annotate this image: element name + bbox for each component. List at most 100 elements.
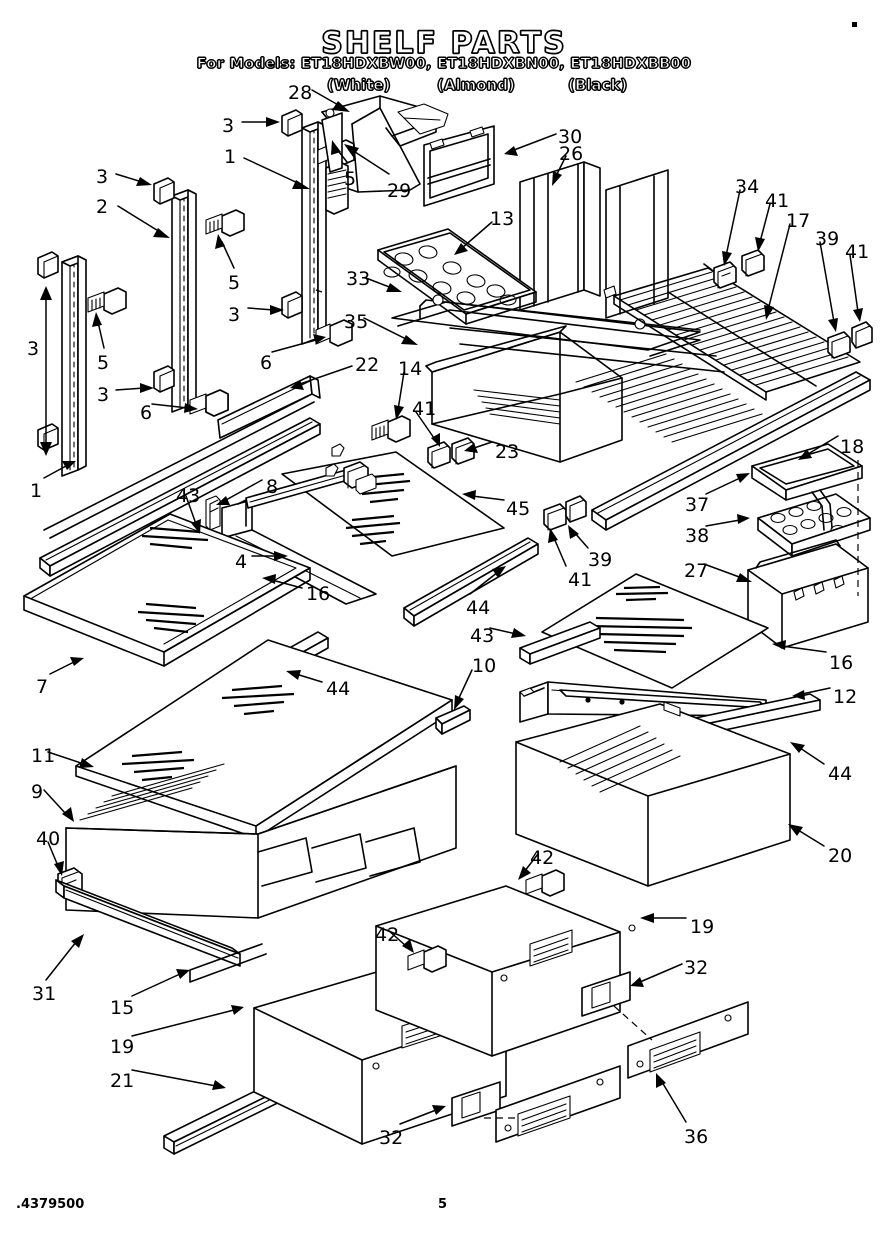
callout-39: 39 — [588, 549, 613, 571]
glass-shelf-16-right — [542, 574, 768, 688]
callout-42: 42 — [530, 847, 555, 869]
shelf-ladder-left — [62, 256, 86, 476]
ice-rails-33 — [392, 295, 724, 372]
callout-32: 32 — [379, 1127, 404, 1149]
callout-19: 19 — [690, 916, 715, 938]
callout-31: 31 — [32, 983, 57, 1005]
shelf-frame-30 — [424, 126, 494, 206]
screw-6b — [206, 390, 228, 416]
callout-35: 35 — [344, 311, 369, 333]
callout-44: 44 — [828, 763, 853, 785]
callout-19: 19 — [110, 1036, 135, 1058]
shelf-rail-22 — [218, 376, 320, 438]
callout-30: 30 — [558, 126, 583, 148]
drawer-trim-36 — [496, 1066, 620, 1142]
callout-34: 34 — [735, 176, 760, 198]
glass-shelf-16-left — [126, 470, 366, 632]
shelf-clip-3d — [154, 366, 174, 392]
callout-3: 3 — [97, 384, 110, 406]
shelf-clip-39a — [828, 332, 850, 358]
crisper-9 — [66, 764, 456, 918]
callout-17: 17 — [786, 210, 811, 232]
screw-42a — [526, 870, 564, 896]
callout-36: 36 — [684, 1126, 709, 1148]
shelf-rail-7 — [24, 514, 310, 666]
callout-44: 44 — [326, 678, 351, 700]
freezer-divider-26 — [520, 162, 668, 318]
callout-41: 41 — [568, 569, 593, 591]
callout-5: 5 — [344, 168, 357, 190]
callout-27: 27 — [684, 560, 709, 582]
callout-45: 45 — [506, 498, 531, 520]
shelf-clip-34 — [714, 262, 736, 288]
shelf-rail-31 — [56, 880, 240, 966]
color-label-1: (Almond) — [436, 75, 515, 94]
shelf-rail-18 — [592, 372, 870, 530]
shelf-rail-43c — [520, 622, 600, 664]
drawer-trim-32a — [628, 1002, 748, 1078]
callout-43: 43 — [176, 485, 201, 507]
callout-18: 18 — [840, 436, 865, 458]
screw-14 — [372, 416, 410, 442]
callout-39: 39 — [815, 228, 840, 250]
callout-22: 22 — [355, 354, 380, 376]
shelf-clip-39b — [544, 504, 566, 530]
callout-15: 15 — [110, 997, 135, 1019]
callout-43: 43 — [470, 625, 495, 647]
callout-6: 6 — [260, 352, 273, 374]
callout-38: 38 — [685, 525, 710, 547]
door-bin-27 — [748, 540, 868, 648]
ice-cube-tray-13 — [378, 229, 536, 324]
callout-44: 44 — [466, 597, 491, 619]
drawer-handle-32b — [452, 1082, 500, 1126]
screw-5a — [206, 210, 244, 236]
shelf-clip-41c — [428, 442, 450, 468]
color-label-0: (White) — [326, 75, 391, 94]
callout-16: 16 — [829, 652, 854, 674]
shelf-clip-3a — [38, 252, 58, 278]
footer-part-number: .4379500 — [16, 1197, 85, 1212]
color-label-2: (Black) — [567, 75, 628, 94]
callout-33: 33 — [346, 268, 371, 290]
shelf-ladder-mid-left — [172, 190, 196, 412]
screw-5b — [88, 288, 126, 314]
callout-3: 3 — [228, 304, 241, 326]
callout-21: 21 — [110, 1070, 135, 1092]
callout-28: 28 — [288, 82, 313, 104]
callout-1: 1 — [224, 146, 237, 168]
crisper-20 — [516, 702, 790, 886]
wire-shelf-17 — [614, 264, 860, 400]
callout-26: 26 — [559, 143, 584, 165]
footer-page-number: 5 — [438, 1197, 448, 1212]
callout-11: 11 — [31, 745, 56, 767]
callout-3: 3 — [27, 338, 40, 360]
callout-41: 41 — [765, 190, 790, 212]
callout-8: 8 — [266, 476, 279, 498]
callout-10: 10 — [472, 655, 497, 677]
ice-bin-35 — [426, 326, 622, 462]
shelf-rail-43a — [40, 418, 320, 576]
crisper-19-back — [376, 886, 635, 1056]
callout-42: 42 — [375, 924, 400, 946]
callout-3: 3 — [96, 166, 109, 188]
shelf-clip-3c — [154, 178, 174, 204]
shelf-frame-12 — [520, 682, 766, 722]
callout-4: 4 — [235, 551, 248, 573]
screw-42b — [408, 946, 446, 972]
callout-37: 37 — [685, 494, 710, 516]
callout-9: 9 — [31, 781, 44, 803]
callout-32: 32 — [684, 957, 709, 979]
callout-20: 20 — [828, 845, 853, 867]
page-title: SHELF PARTS — [321, 25, 567, 61]
callout-14: 14 — [398, 358, 423, 380]
callout-7: 7 — [36, 676, 49, 698]
callout-1: 1 — [30, 480, 43, 502]
leader-lines — [40, 90, 863, 1124]
callout-23: 23 — [495, 441, 520, 463]
callout-40: 40 — [36, 828, 61, 850]
clip-8 — [206, 496, 220, 530]
shelf-clip-3e — [282, 110, 302, 136]
callout-3: 3 — [222, 115, 235, 137]
